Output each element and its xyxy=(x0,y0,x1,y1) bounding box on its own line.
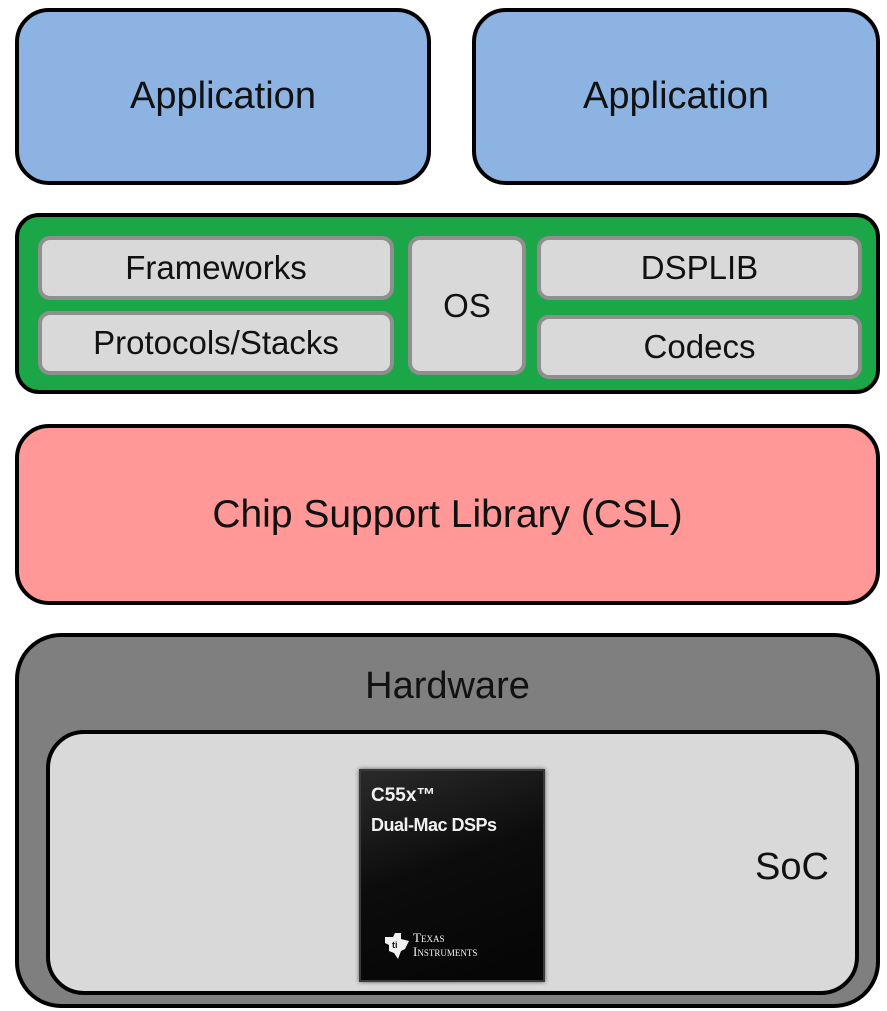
middleware-layer: Frameworks Protocols/Stacks OS DSPLIB Co… xyxy=(15,213,880,394)
chip-model-label: C55x™ xyxy=(371,785,436,806)
protocols-stacks-label: Protocols/Stacks xyxy=(93,324,339,361)
soc-label: SoC xyxy=(755,846,829,888)
ti-brand-line-1: Texas xyxy=(413,930,445,945)
csl-label: Chip Support Library (CSL) xyxy=(212,492,683,536)
codecs-label: Codecs xyxy=(643,328,756,365)
protocols-stacks-box: Protocols/Stacks xyxy=(38,311,394,375)
svg-text:ti: ti xyxy=(392,940,398,950)
frameworks-label: Frameworks xyxy=(125,249,307,286)
frameworks-box: Frameworks xyxy=(38,236,394,300)
dsp-chip-image: C55x™ Dual-Mac DSPs ti Texas Instruments xyxy=(359,769,545,982)
hardware-label: Hardware xyxy=(365,665,530,707)
application-label-1: Application xyxy=(130,75,316,117)
application-label-2: Application xyxy=(583,75,769,117)
codecs-box: Codecs xyxy=(537,315,862,379)
os-box: OS xyxy=(408,236,526,375)
dsplib-box: DSPLIB xyxy=(537,236,862,300)
texas-instruments-logo-icon: ti xyxy=(385,933,409,959)
soc-box: C55x™ Dual-Mac DSPs ti Texas Instruments… xyxy=(46,730,859,995)
application-box-2: Application xyxy=(472,8,880,185)
chip-description-label: Dual-Mac DSPs xyxy=(371,815,497,835)
csl-layer: Chip Support Library (CSL) xyxy=(15,424,880,605)
hardware-layer: Hardware C55x™ Dual-Mac DSPs ti Texas In… xyxy=(15,633,880,1008)
application-box-1: Application xyxy=(15,8,431,185)
dsplib-label: DSPLIB xyxy=(640,249,759,286)
os-label: OS xyxy=(443,286,491,324)
texas-instruments-wordmark: Texas Instruments xyxy=(413,931,477,959)
ti-brand-line-2: Instruments xyxy=(413,944,478,959)
